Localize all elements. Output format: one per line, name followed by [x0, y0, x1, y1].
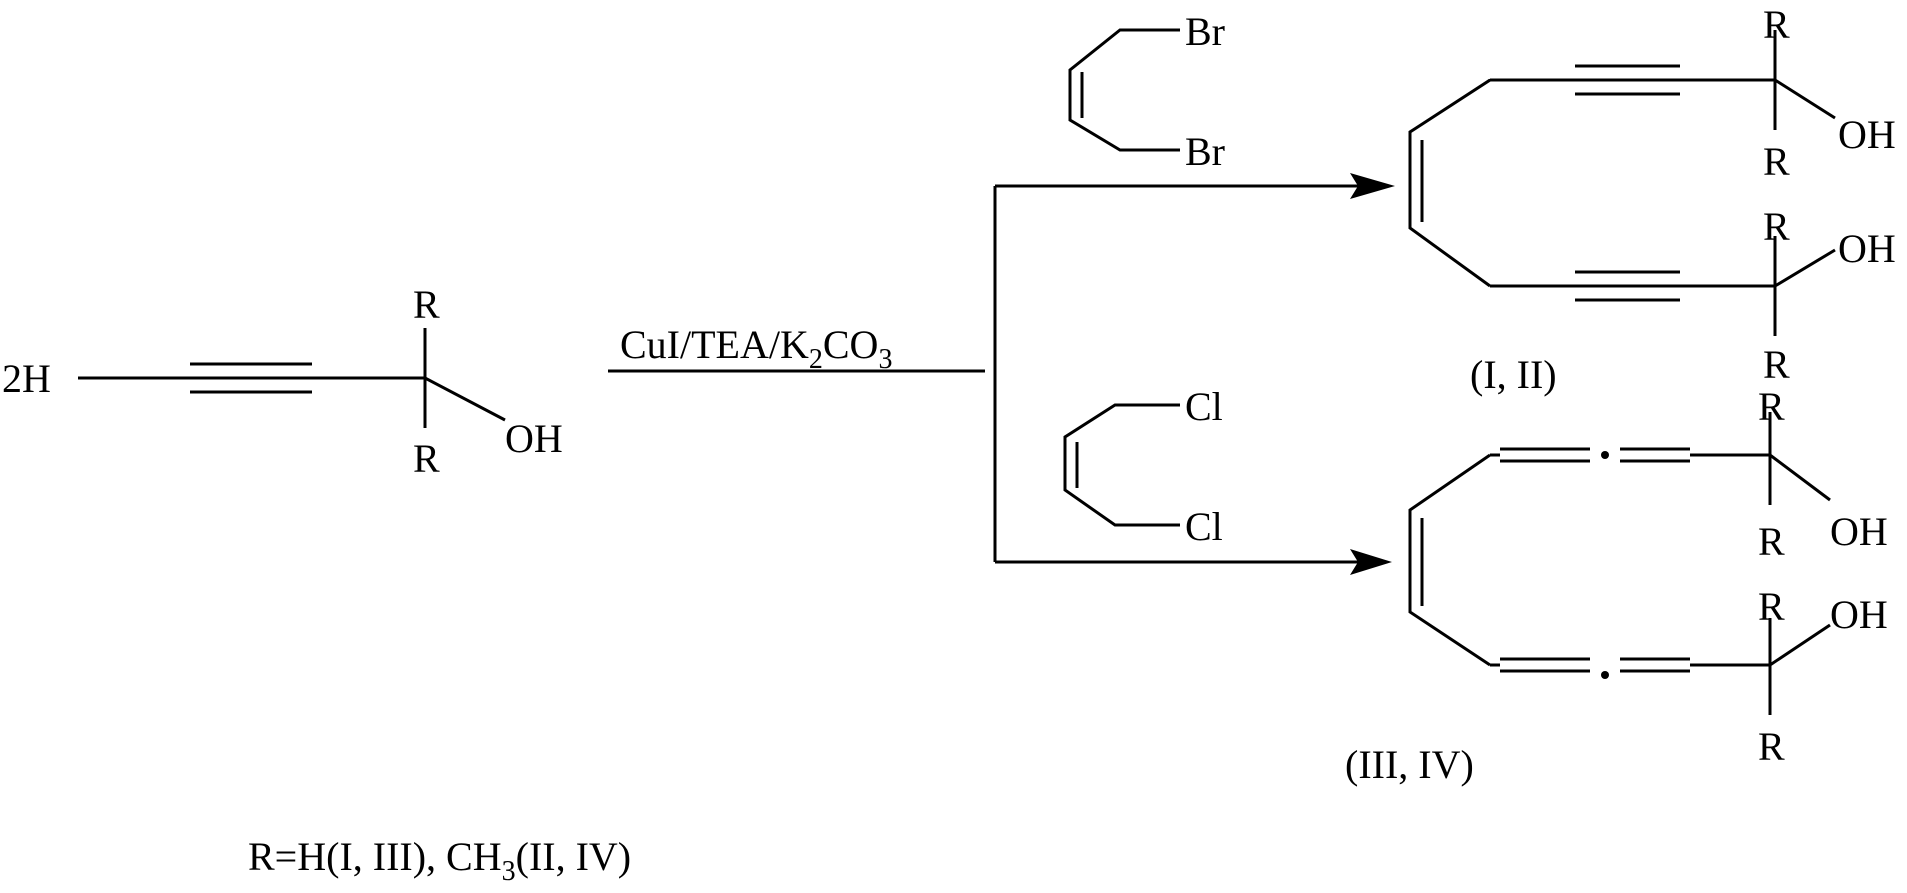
lower-oh1: OH [1830, 509, 1888, 554]
lower-top-dot [1601, 451, 1609, 459]
lower-r2: R [1758, 519, 1785, 564]
dibromide-br-top: Br [1185, 9, 1225, 54]
lower-bottom-dot [1601, 671, 1609, 679]
footnote: R=H(I, III), CH3(II, IV) [248, 834, 631, 887]
reagent-dibromobutene: Br Br [1068, 9, 1225, 174]
bond-c-oh [424, 376, 506, 422]
reactant-r-bottom: R [413, 436, 440, 481]
reactant-r-top: R [413, 282, 440, 327]
upper-bottom-c-oh [1774, 248, 1836, 288]
lower-r1: R [1758, 384, 1785, 429]
reactant: 2H R R OH [2, 282, 563, 481]
dichloride-cl-bottom: Cl [1185, 504, 1223, 549]
product-lower: R OH R R OH R (III, IV) [1345, 384, 1888, 787]
lower-r4: R [1758, 724, 1785, 769]
dibromide-br-bottom: Br [1185, 129, 1225, 174]
conditions-label: CuI/TEA/K2CO3 [620, 322, 892, 375]
upper-top-c-oh [1774, 78, 1836, 120]
lower-product-label: (III, IV) [1345, 742, 1474, 787]
lower-top-c-oh [1769, 453, 1831, 502]
lower-bottom-c-oh [1769, 623, 1831, 667]
dibromide-skeleton [1068, 28, 1180, 152]
upper-r4: R [1763, 342, 1790, 387]
product-upper: R OH R R OH R (I, II) [1408, 2, 1896, 397]
reaction-conditions: CuI/TEA/K2CO3 [608, 173, 1395, 575]
lower-oh2: OH [1830, 592, 1888, 637]
upper-r2: R [1763, 139, 1790, 184]
upper-r3: R [1763, 204, 1790, 249]
reagent-dichlorobutene: Cl Cl [1063, 384, 1223, 549]
upper-oh2: OH [1838, 226, 1896, 271]
lower-r3: R [1758, 584, 1785, 629]
dichloride-cl-top: Cl [1185, 384, 1223, 429]
arrow-lower-head [1350, 549, 1392, 575]
lower-ring-backbone [1408, 453, 1491, 667]
upper-oh1: OH [1838, 112, 1896, 157]
upper-r1: R [1763, 2, 1790, 47]
arrow-upper-head [1350, 173, 1395, 199]
dichloride-skeleton [1063, 403, 1180, 527]
reactant-coefficient: 2H [2, 356, 51, 401]
reactant-oh: OH [505, 416, 563, 461]
upper-product-label: (I, II) [1470, 352, 1557, 397]
